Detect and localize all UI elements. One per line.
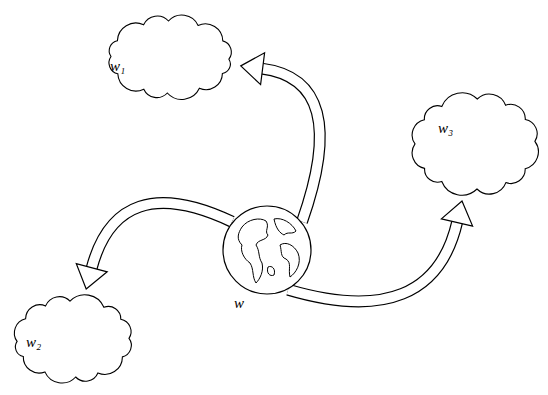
arrow-outline bbox=[262, 69, 320, 222]
arrow-outline bbox=[288, 222, 457, 302]
globe-shape bbox=[222, 205, 312, 295]
arrow-body bbox=[92, 203, 233, 269]
world-label: w₃ bbox=[438, 120, 453, 137]
hollow-arrow bbox=[288, 201, 473, 301]
hollow-arrow bbox=[241, 53, 320, 222]
cloud-shape bbox=[100, 10, 240, 104]
cloud-node: w₃ bbox=[404, 88, 546, 200]
world-label: w bbox=[234, 295, 244, 312]
arrow-body bbox=[262, 69, 320, 222]
arrow-head bbox=[76, 264, 107, 289]
globe-node: w bbox=[222, 205, 312, 295]
cloud-shape bbox=[404, 88, 546, 200]
cloud-node: w₂ bbox=[6, 290, 140, 388]
arrow-body bbox=[288, 222, 457, 302]
world-label: w₂ bbox=[26, 334, 41, 351]
cloud-node: w₁ bbox=[100, 10, 240, 104]
arrow-head bbox=[441, 201, 472, 226]
arrow-outline bbox=[92, 203, 233, 269]
arrow-head bbox=[241, 53, 265, 85]
hollow-arrow bbox=[76, 203, 232, 289]
world-label: w₁ bbox=[110, 58, 125, 75]
